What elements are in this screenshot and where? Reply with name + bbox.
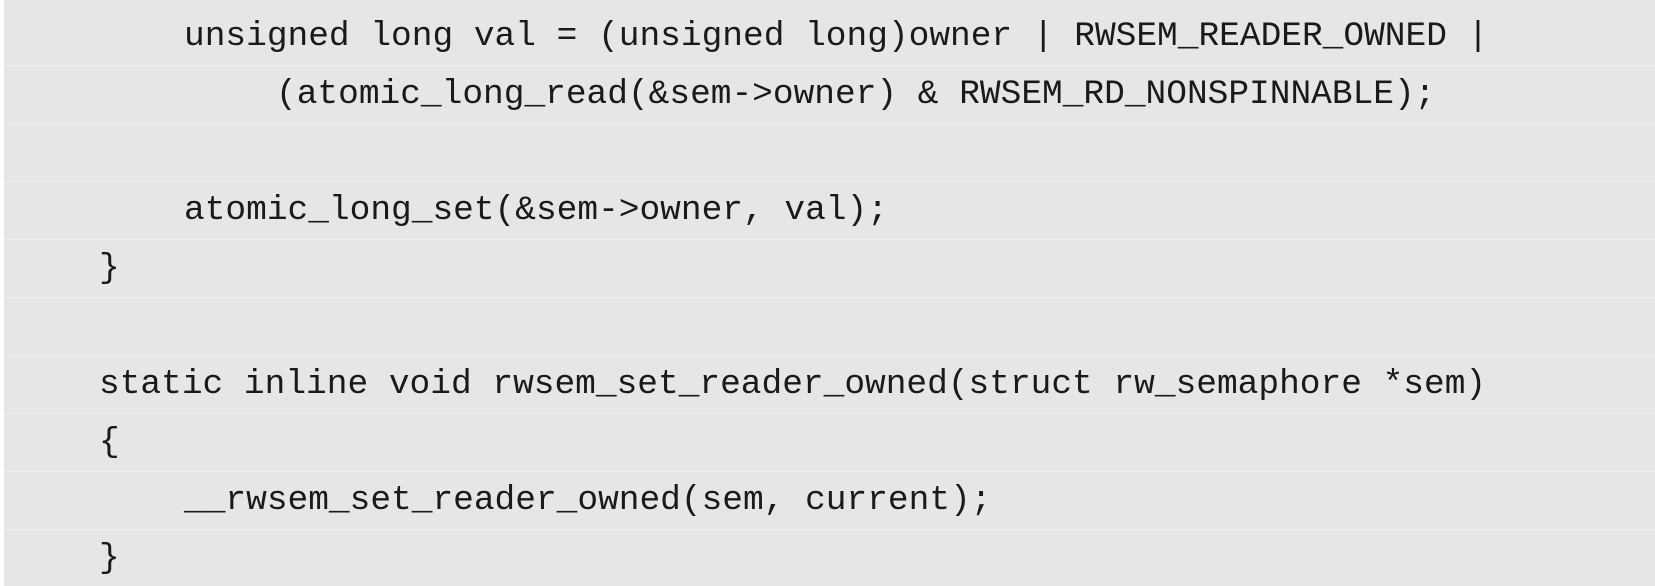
code-line-1: unsigned long val = (unsigned long)owner… — [4, 8, 1655, 66]
code-line-10: } — [4, 530, 1655, 586]
code-block: unsigned long val = (unsigned long)owner… — [4, 0, 1655, 586]
code-line-7: static inline void rwsem_set_reader_owne… — [4, 356, 1655, 414]
code-line-text: (atomic_long_read(&sem->owner) & RWSEM_R… — [276, 75, 1436, 114]
code-line-9: __rwsem_set_reader_owned(sem, current); — [4, 472, 1655, 530]
code-line-5: } — [4, 240, 1655, 298]
code-line-text: } — [99, 249, 120, 288]
code-line-text: atomic_long_set(&sem->owner, val); — [184, 191, 888, 230]
code-line-text: __rwsem_set_reader_owned(sem, current); — [184, 481, 992, 520]
code-line-text: unsigned long val = (unsigned long)owner… — [184, 17, 1489, 56]
code-line-4: atomic_long_set(&sem->owner, val); — [4, 182, 1655, 240]
code-line-6 — [4, 298, 1655, 356]
code-line-3 — [4, 124, 1655, 182]
code-line-text: } — [99, 539, 120, 578]
code-line-text: static inline void rwsem_set_reader_owne… — [99, 365, 1487, 404]
code-line-8: { — [4, 414, 1655, 472]
code-line-text: { — [99, 423, 120, 462]
code-line-2: (atomic_long_read(&sem->owner) & RWSEM_R… — [4, 66, 1655, 124]
